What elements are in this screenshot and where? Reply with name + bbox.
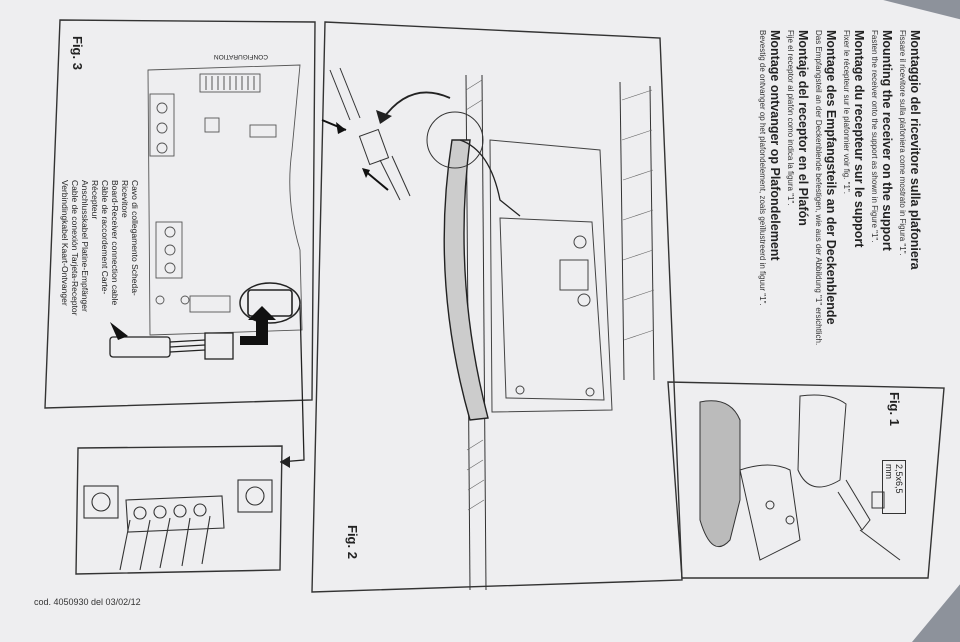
- fig3-frame: [44, 19, 316, 409]
- body-de: Das Empfangsteil an der Deckenblende bef…: [814, 30, 823, 346]
- screwdriver: [329, 67, 411, 201]
- ceiling-wall: [465, 74, 655, 591]
- body-en: Fasten the receiver onto the support as …: [870, 30, 879, 243]
- fig1-drawing: [699, 394, 901, 561]
- fig2-frame: [311, 21, 683, 593]
- hatching: [465, 79, 655, 511]
- document-code: cod. 4050930 del 03/02/12: [34, 597, 141, 607]
- control-board-drawing: [147, 64, 303, 336]
- terminal-enlargement: [83, 479, 273, 571]
- ceiling-panel: [443, 139, 489, 421]
- fig3-label: Fig. 3: [70, 36, 85, 70]
- heading-nl: Montage ontvanger op Plafondelement: [768, 30, 782, 261]
- cable-label-de: Anschlusskabel Platine-Empfänger: [80, 180, 90, 312]
- heading-it: Montaggio del ricevitore sulla plafonier…: [908, 30, 922, 270]
- arrow-icon: [240, 306, 276, 345]
- leader-line: [279, 304, 305, 463]
- cable-label-block: Cavo di collegamento Scheda-Ricevitore B…: [60, 180, 140, 330]
- cable-label-it: Cavo di collegamento Scheda-Ricevitore: [120, 180, 140, 296]
- cable-label-es: Cable de conexión Tarjeta-Receptor: [70, 180, 80, 316]
- fig1-label: Fig. 1: [887, 392, 902, 426]
- dimension-label: 2,5x6,5 mm: [882, 460, 906, 514]
- fig2-label: Fig. 2: [345, 525, 360, 559]
- instruction-text: Montaggio del ricevitore sulla plafonier…: [635, 30, 925, 400]
- cable-label-nl: Verbindingkabel Kaart-Ontvanger: [60, 180, 70, 306]
- body-nl: Bevestig de ontvanger op het plafondelem…: [758, 30, 767, 306]
- enlarge-frame: [75, 445, 283, 575]
- body-fr: Fixer le récepteur sur le plafonnier voi…: [842, 30, 851, 194]
- board-config-label: CONFIGURATION: [213, 53, 268, 60]
- fig1-frame: [667, 381, 945, 579]
- body-it: Fissare il ricevitore sulla plafoniera c…: [898, 30, 907, 256]
- heading-fr: Montage du recepteur sur le support: [852, 30, 866, 248]
- cable-label-fr: Câble de raccordement Carte-Récepteur: [90, 180, 110, 295]
- rotate-arrow: [381, 91, 451, 121]
- cable-label-en: Board-Receiver connection cable: [110, 180, 120, 306]
- detail-circle: [426, 111, 484, 169]
- heading-de: Montage des Empfangsteils an der Deckenb…: [824, 30, 838, 325]
- receiver-box: [489, 139, 613, 413]
- receiver-connector: [109, 332, 234, 360]
- heading-es: Montaje del receptor en el Plafón: [796, 30, 810, 226]
- heading-en: Mounting the receiver on the support: [880, 30, 894, 251]
- body-es: Fije el receptor al plafón como indica l…: [786, 30, 795, 206]
- arrow-icon: [110, 322, 128, 340]
- cable: [459, 139, 521, 217]
